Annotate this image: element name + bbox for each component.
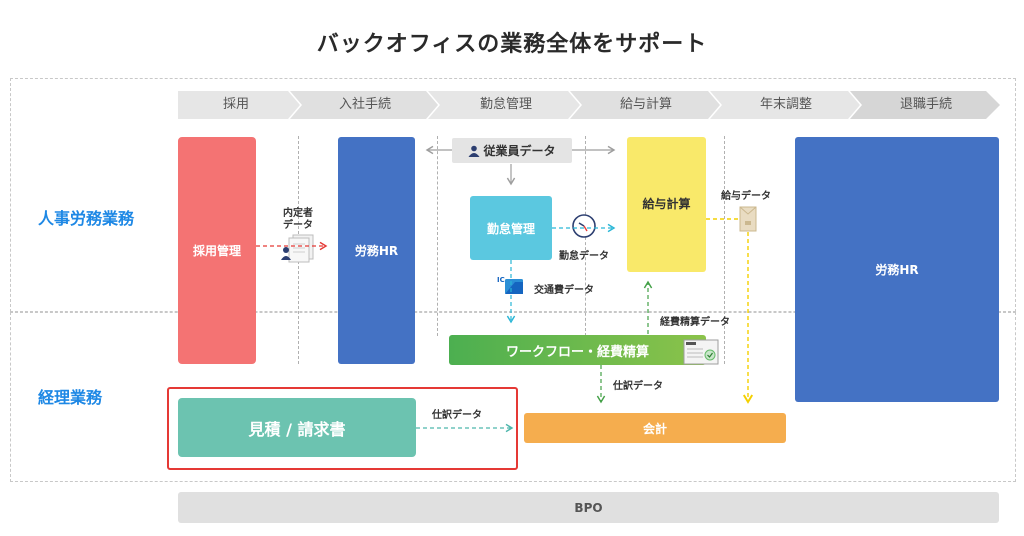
stage-payroll: 給与計算	[619, 97, 672, 112]
offer-data-label-2: データ	[283, 220, 313, 231]
transport-data-label: 交通費データ	[534, 285, 594, 296]
ic-label: IC	[497, 276, 505, 284]
stage-bar-chevrons	[178, 91, 1000, 119]
accounting-box: 会計	[524, 413, 786, 443]
column-divider	[437, 136, 438, 336]
envelope-icon	[739, 206, 757, 232]
clock-icon	[572, 214, 596, 238]
offer-data-label-1: 内定者	[283, 208, 313, 219]
expense-data-label: 経費精算データ	[660, 317, 730, 328]
journal-data-label-workflow: 仕訳データ	[613, 381, 663, 392]
accounting-section-frame	[10, 312, 1016, 482]
form-icon	[683, 339, 719, 365]
employee-data-label: 従業員データ	[483, 144, 556, 158]
employee-data-pill: 従業員データ	[452, 138, 572, 163]
hr-box-onboarding: 労務HR	[338, 137, 415, 364]
stage-retirement: 退職手続	[899, 97, 952, 112]
stage-year-end: 年末調整	[759, 97, 812, 112]
attendance-data-label: 勤怠データ	[559, 251, 609, 262]
row-label-accounting: 経理業務	[38, 388, 103, 407]
stage-onboarding: 入社手続	[338, 97, 391, 112]
row-label-hr: 人事労務業務	[38, 209, 135, 228]
stage-bar: 採用 入社手続 勤怠管理 給与計算 年末調整 退職手続	[178, 91, 1000, 119]
payroll-box: 給与計算	[627, 137, 706, 272]
page-title: バックオフィスの業務全体をサポート	[316, 32, 708, 57]
bpo-bar: BPO	[178, 492, 999, 523]
payroll-data-label: 給与データ	[721, 191, 771, 202]
ic-card-icon: IC	[497, 276, 525, 296]
journal-data-label-quote: 仕訳データ	[432, 410, 482, 421]
documents-icon	[281, 234, 317, 264]
hr-section-frame	[10, 78, 1016, 312]
workflow-expense-box: ワークフロー・経費精算	[449, 335, 706, 365]
highlight-frame	[167, 387, 518, 470]
hr-box-right: 労務HR	[795, 137, 999, 402]
stage-attendance: 勤怠管理	[479, 97, 532, 112]
quote-invoice-box: 見積 / 請求書	[178, 398, 416, 457]
recruit-management-box: 採用管理	[178, 137, 256, 364]
column-divider	[724, 136, 725, 364]
stage-recruitment: 採用	[222, 97, 249, 112]
attendance-management-box: 勤怠管理	[470, 196, 552, 260]
person-icon	[468, 145, 480, 157]
